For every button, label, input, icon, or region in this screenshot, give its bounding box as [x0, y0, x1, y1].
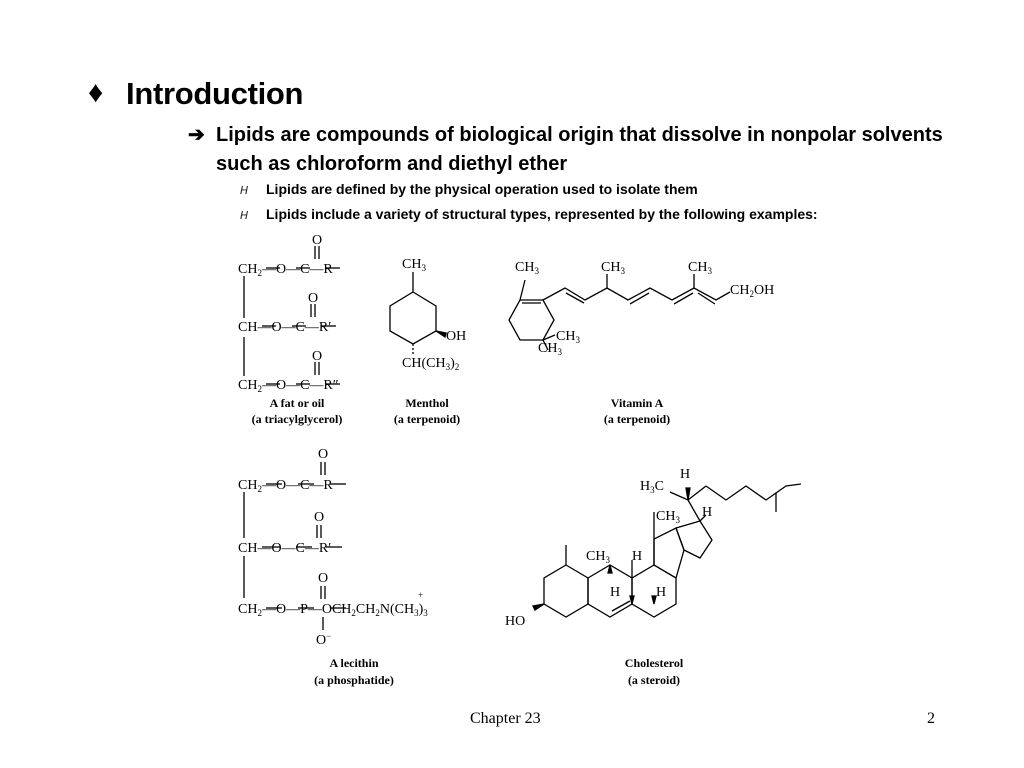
vitamin-a-class: (a terpenoid): [604, 412, 670, 426]
menthol-class: (a terpenoid): [394, 412, 460, 426]
svg-text:CH—O—C—R′: CH—O—C—R′: [238, 320, 331, 335]
svg-text:H: H: [680, 467, 690, 482]
cholesterol-class: (a steroid): [628, 673, 680, 687]
vitamin-a-name: Vitamin A: [611, 396, 664, 410]
svg-text:H: H: [702, 505, 712, 520]
cholesterol-name: Cholesterol: [625, 656, 684, 670]
svg-text:O: O: [312, 349, 322, 364]
svg-text:+: +: [418, 590, 423, 600]
svg-text:CH3: CH3: [538, 341, 562, 357]
sub-point-2: Lipids include a variety of structural t…: [266, 206, 818, 222]
svg-text:CH(CH3)2: CH(CH3)2: [402, 356, 459, 372]
svg-text:CH3: CH3: [601, 260, 625, 276]
arrow-bullet-icon: ➔: [188, 124, 205, 146]
svg-text:H: H: [656, 585, 666, 600]
svg-text:O: O: [318, 571, 328, 586]
slide-title: Introduction: [126, 76, 304, 111]
svg-text:CH3: CH3: [515, 260, 539, 276]
sub-bullet-icon: H: [240, 209, 249, 222]
svg-text:H: H: [632, 549, 642, 564]
svg-text:CH3: CH3: [688, 260, 712, 276]
svg-text:H3C: H3C: [640, 479, 664, 495]
sub-bullet-icon: H: [240, 184, 249, 197]
lead-text: Lipids are compounds of biological origi…: [216, 124, 943, 175]
svg-text:O: O: [318, 447, 328, 462]
svg-text:CH2—O—P—OCH2CH2N(CH3)3: CH2—O—P—OCH2CH2N(CH3)3: [238, 602, 428, 618]
footer-chapter: Chapter 23: [470, 710, 541, 727]
svg-text:CH3: CH3: [656, 509, 680, 525]
svg-text:HO: HO: [505, 614, 525, 629]
svg-text:CH2OH: CH2OH: [730, 283, 774, 299]
menthol-name: Menthol: [405, 396, 449, 410]
sub-point-1: Lipids are defined by the physical opera…: [266, 181, 698, 197]
svg-text:CH—O—C—R′: CH—O—C—R′: [238, 541, 331, 556]
svg-text:OH: OH: [446, 329, 466, 344]
svg-text:O: O: [314, 510, 324, 525]
fat-class: (a triacylglycerol): [252, 412, 343, 426]
svg-text:O−: O−: [316, 631, 331, 648]
svg-text:O: O: [308, 291, 318, 306]
svg-text:CH3: CH3: [556, 329, 580, 345]
svg-text:CH2—O—C—R″: CH2—O—C—R″: [238, 378, 339, 394]
svg-text:CH3: CH3: [402, 257, 426, 273]
lecithin-class: (a phosphatide): [314, 673, 394, 687]
page-number: 2: [927, 710, 935, 727]
title-bullet: ♦: [88, 76, 104, 109]
svg-text:CH2—O—C—R: CH2—O—C—R: [238, 262, 333, 278]
svg-text:CH3: CH3: [586, 549, 610, 565]
svg-text:O: O: [312, 233, 322, 248]
fat-name: A fat or oil: [270, 396, 325, 410]
svg-text:H: H: [610, 585, 620, 600]
svg-text:CH2—O—C—R: CH2—O—C—R: [238, 478, 333, 494]
lecithin-name: A lecithin: [329, 656, 378, 670]
